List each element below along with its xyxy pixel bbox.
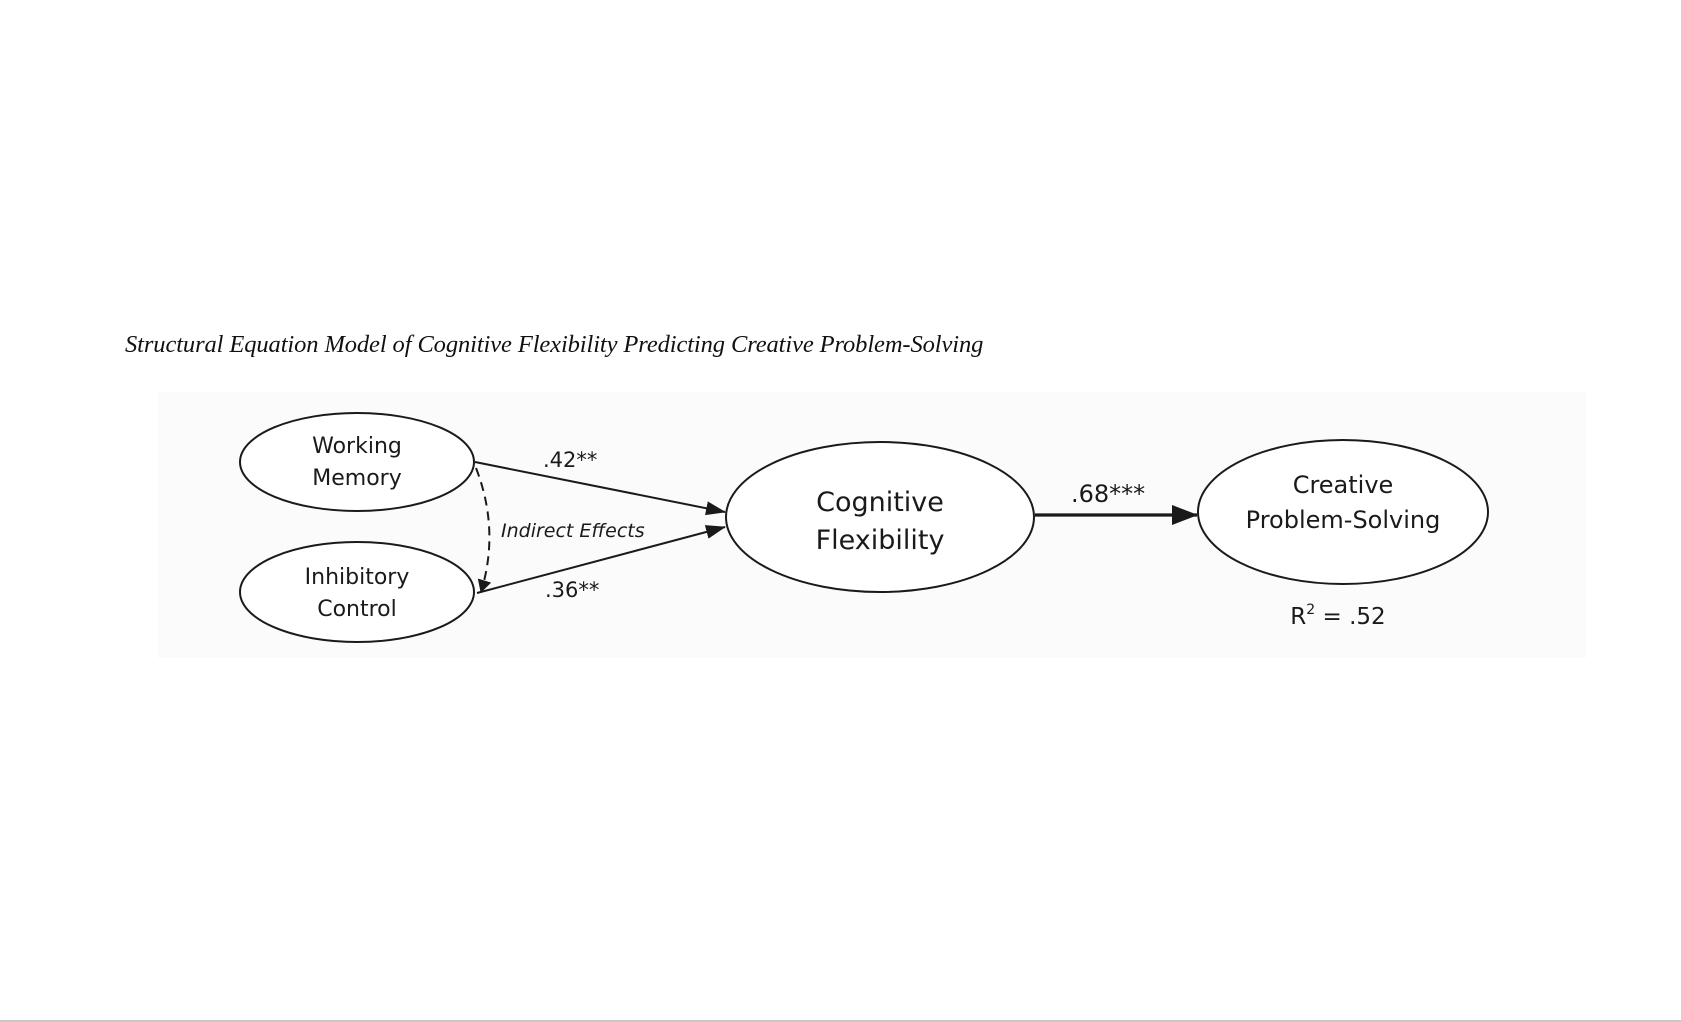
node-working-memory-line2: Memory (312, 466, 401, 491)
node-creative-problem-solving-line1: Creative (1293, 471, 1394, 499)
node-working-memory-line1: Working (312, 434, 402, 459)
path-ic-to-cf (476, 525, 726, 594)
r-squared-value: = .52 (1315, 604, 1385, 630)
node-cognitive-flexibility-line2: Flexibility (816, 525, 945, 556)
node-inhibitory-control-line2: Control (317, 597, 397, 622)
coefficient-wm-to-cf: .42** (543, 448, 597, 472)
coefficient-cf-to-cps: .68*** (1071, 480, 1145, 508)
indirect-effects-label: Indirect Effects (501, 520, 645, 542)
path-indirect-dashed (475, 467, 492, 593)
coefficient-ic-to-cf: .36** (545, 578, 599, 602)
figure-title: Structural Equation Model of Cognitive F… (125, 331, 984, 358)
r-squared-superscript: 2 (1306, 602, 1315, 618)
node-cognitive-flexibility: Cognitive Flexibility (725, 441, 1035, 593)
node-inhibitory-control: Inhibitory Control (239, 541, 475, 643)
node-creative-problem-solving-line2: Problem-Solving (1246, 506, 1441, 534)
r-squared-label: R2 = .52 (1290, 602, 1385, 630)
node-creative-problem-solving: Creative Problem-Solving (1197, 439, 1489, 585)
node-working-memory: Working Memory (239, 412, 475, 512)
bottom-border (0, 1020, 1681, 1022)
node-inhibitory-control-line1: Inhibitory (305, 565, 410, 590)
node-cognitive-flexibility-line1: Cognitive (816, 487, 944, 518)
r-squared-r: R (1290, 604, 1306, 630)
path-wm-to-cf (474, 461, 726, 516)
